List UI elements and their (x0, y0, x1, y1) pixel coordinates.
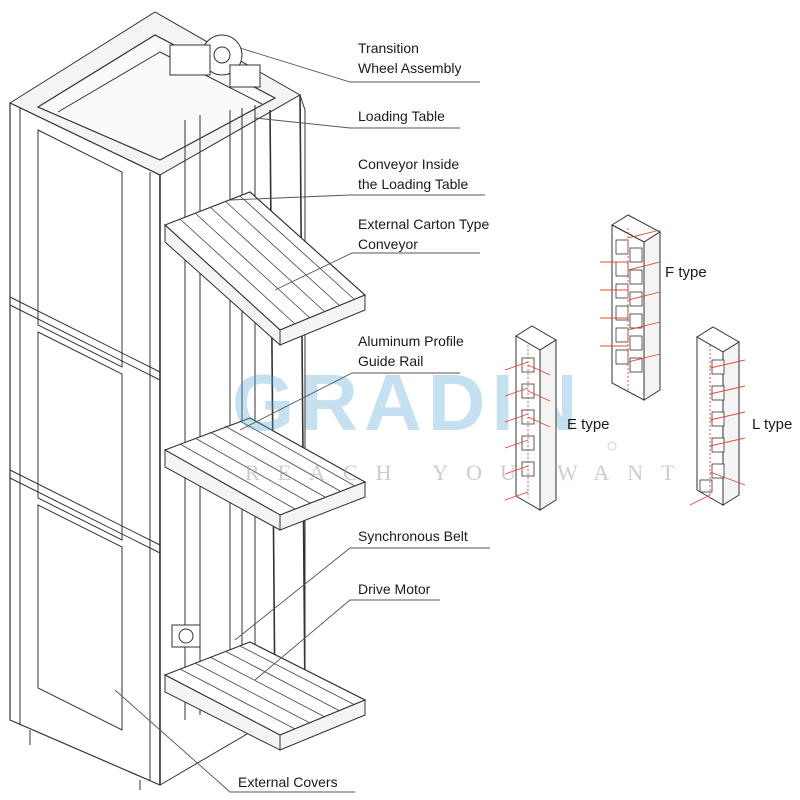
l-type-diagram: L type (689, 326, 792, 506)
label-f-type: F type (665, 264, 707, 281)
conveyor-middle (163, 417, 367, 531)
e-type-diagram: E type (504, 325, 610, 511)
label-l-type: L type (752, 416, 792, 433)
watermark-tagline: REACH YOU WANT (245, 460, 693, 485)
label-loading-table: Loading Table (358, 108, 445, 124)
drive-motor-shape (171, 624, 201, 648)
f-type-diagram: F type (600, 214, 707, 401)
label-drive-motor: Drive Motor (358, 581, 431, 597)
label-conveyor-inside-1: Conveyor Inside (358, 156, 459, 172)
label-external-carton-2: Conveyor (358, 236, 418, 252)
label-transition-wheel-1: Transition (358, 40, 419, 56)
conveyor-top (163, 191, 367, 347)
label-e-type: E type (567, 416, 610, 433)
callout-labels: Transition Wheel Assembly Loading Table … (238, 40, 489, 790)
label-external-covers: External Covers (238, 774, 338, 790)
conveyor-bottom (163, 641, 367, 751)
label-transition-wheel-2: Wheel Assembly (358, 60, 461, 76)
label-aluminum-profile-1: Aluminum Profile (358, 333, 464, 349)
label-synchronous-belt: Synchronous Belt (358, 528, 468, 544)
label-aluminum-profile-2: Guide Rail (358, 353, 423, 369)
label-external-carton-1: External Carton Type (358, 216, 489, 232)
label-conveyor-inside-2: the Loading Table (358, 176, 468, 192)
leader-lines (114, 47, 490, 793)
